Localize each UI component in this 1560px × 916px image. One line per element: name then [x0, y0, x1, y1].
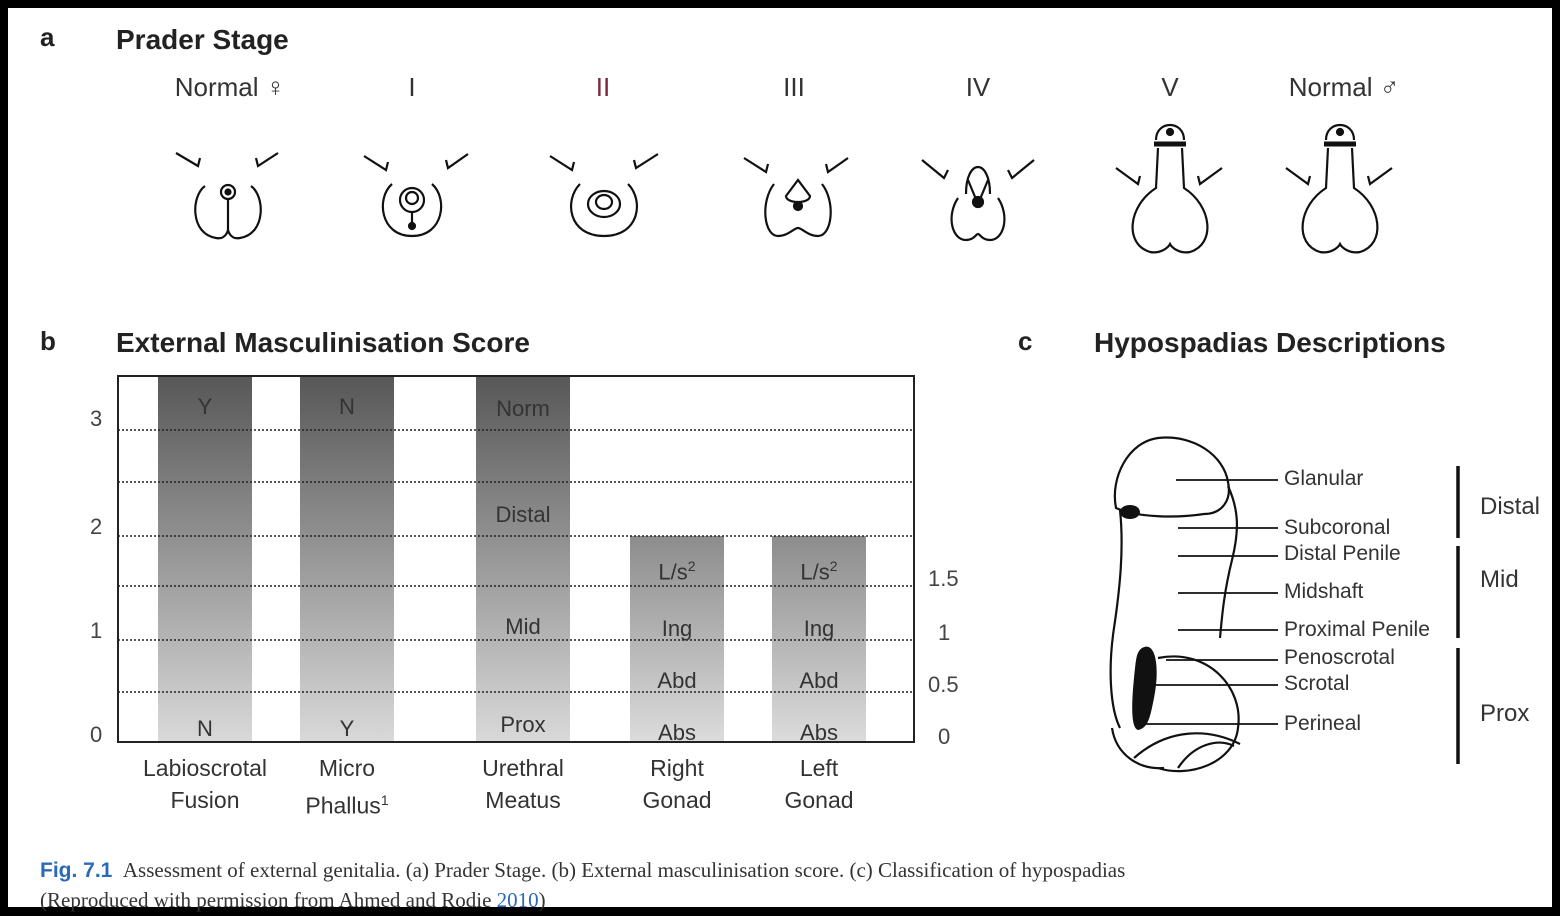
figure-caption-line-2: (Reproduced with permission from Ahmed a…	[40, 884, 546, 916]
hypospadias-label-midshaft: Midshaft	[1284, 580, 1363, 604]
hypospadias-drawing	[8, 8, 1552, 907]
figure-caption-credit-end: )	[539, 888, 546, 912]
figure-page: a Prader Stage Normal ♀ I II III IV V No…	[8, 8, 1552, 907]
perineal-mark	[1132, 647, 1156, 730]
hypospadias-label-penoscrotal: Penoscrotal	[1284, 646, 1395, 670]
figure-label: Fig. 7.1	[40, 859, 112, 882]
group-label-prox: Prox	[1480, 700, 1529, 728]
hypospadias-label-glanular: Glanular	[1284, 467, 1363, 491]
figure-caption-credit: (Reproduced with permission from Ahmed a…	[40, 888, 497, 912]
figure-caption-line-1: Fig. 7.1 Assessment of external genitali…	[40, 854, 1125, 887]
subcoronal-mark	[1120, 505, 1140, 519]
group-label-mid: Mid	[1480, 566, 1519, 594]
citation-year-link[interactable]: 2010	[497, 888, 539, 912]
group-label-distal: Distal	[1480, 493, 1540, 521]
hypospadias-label-scrotal: Scrotal	[1284, 672, 1349, 696]
hypospadias-label-proximal-penile: Proximal Penile	[1284, 618, 1430, 642]
figure-caption-text: Assessment of external genitalia. (a) Pr…	[123, 858, 1125, 882]
hypospadias-label-distal-penile: Distal Penile	[1284, 542, 1401, 566]
hypospadias-label-perineal: Perineal	[1284, 712, 1361, 736]
hypospadias-label-subcoronal: Subcoronal	[1284, 516, 1390, 540]
